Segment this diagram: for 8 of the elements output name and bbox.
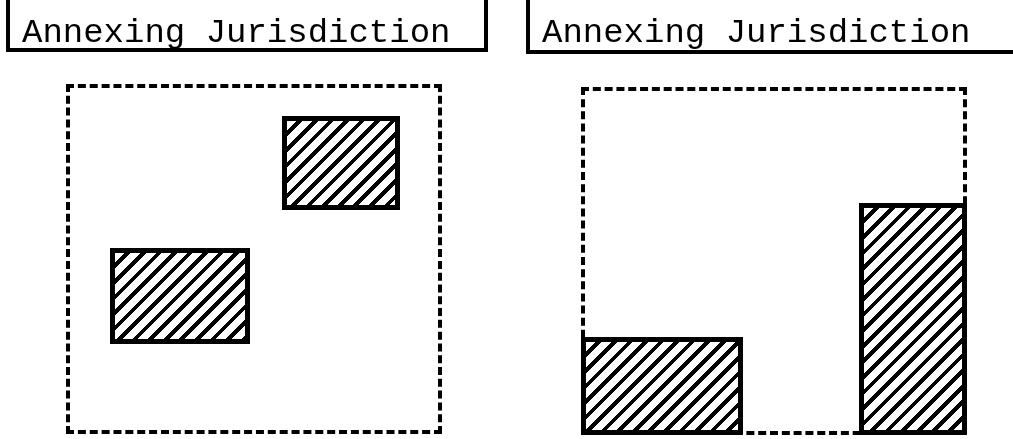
- boundary-outline: [581, 87, 967, 435]
- hatched-area: [581, 337, 743, 435]
- hatched-area: [110, 248, 250, 344]
- jurisdiction-label: Annexing Jurisdiction: [6, 0, 488, 52]
- hatched-area: [859, 203, 967, 435]
- hatched-area: [282, 116, 400, 210]
- jurisdiction-label: Annexing Jurisdiction: [526, 0, 1013, 54]
- boundary-outline: [66, 84, 442, 434]
